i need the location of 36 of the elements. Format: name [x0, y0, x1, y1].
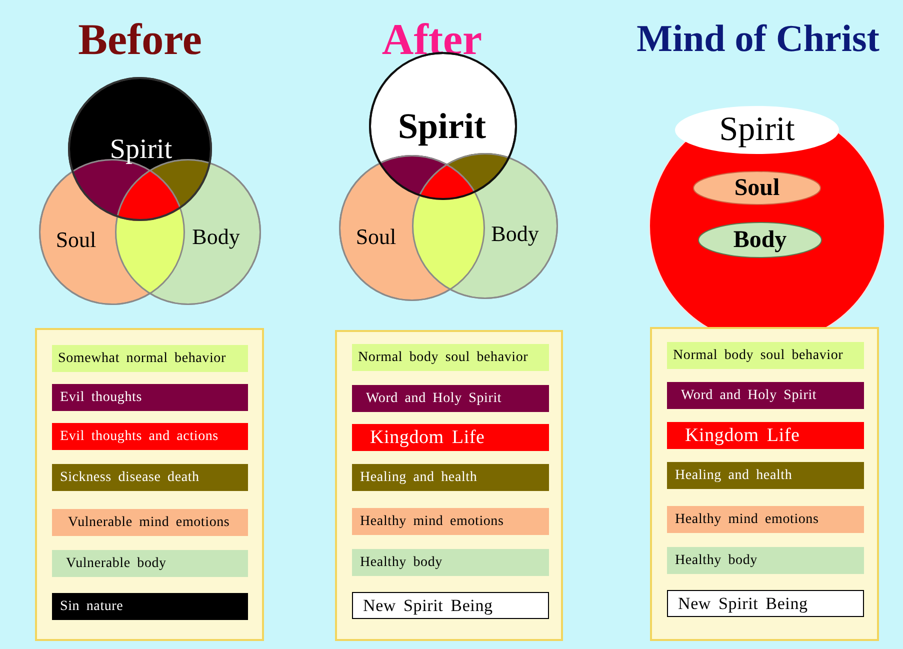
key-bar: Healing and health — [667, 462, 864, 489]
key-bar: Word and Holy Spirit — [667, 382, 864, 409]
key-bar: Normal body soul behavior — [352, 344, 549, 371]
circle-label: Body — [733, 228, 787, 252]
column-heading: Mind of Christ — [636, 20, 880, 58]
column-heading: After — [382, 18, 482, 62]
circle-label: Spirit — [398, 108, 486, 144]
key-bar: Kingdom Life — [667, 422, 864, 449]
key-bar: New Spirit Being — [352, 592, 549, 619]
key-bar: Healthy mind emotions — [352, 508, 549, 535]
circle-label: Spirit — [719, 113, 795, 147]
key-bar: Sin nature — [52, 593, 248, 620]
key-bar: Vulnerable body — [52, 550, 248, 577]
legend-panel — [35, 328, 264, 641]
key-bar: Healthy body — [352, 549, 549, 576]
key-bar: Normal body soul behavior — [667, 342, 864, 369]
circle-label: Body — [491, 223, 539, 245]
column-heading: Before — [78, 18, 202, 62]
key-bar: Evil thoughts — [52, 384, 248, 411]
key-bar: Sickness disease death — [52, 464, 248, 491]
key-bar: Healthy body — [667, 547, 864, 574]
key-bar: New Spirit Being — [667, 590, 864, 617]
key-bar: Healing and health — [352, 464, 549, 491]
key-bar: Somewhat normal behavior — [52, 345, 248, 372]
circle-label: Spirit — [110, 136, 172, 164]
key-bar: Healthy mind emotions — [667, 506, 864, 533]
legend-panel — [650, 327, 879, 641]
circle-label: Soul — [56, 229, 96, 251]
key-bar: Vulnerable mind emotions — [52, 509, 248, 536]
circle-label: Soul — [356, 226, 396, 248]
legend-panel — [335, 330, 563, 641]
circle-label: Soul — [734, 176, 780, 200]
key-bar: Kingdom Life — [352, 424, 549, 451]
key-bar: Evil thoughts and actions — [52, 423, 248, 450]
key-bar: Word and Holy Spirit — [352, 385, 549, 412]
circle-label: Body — [192, 226, 240, 248]
